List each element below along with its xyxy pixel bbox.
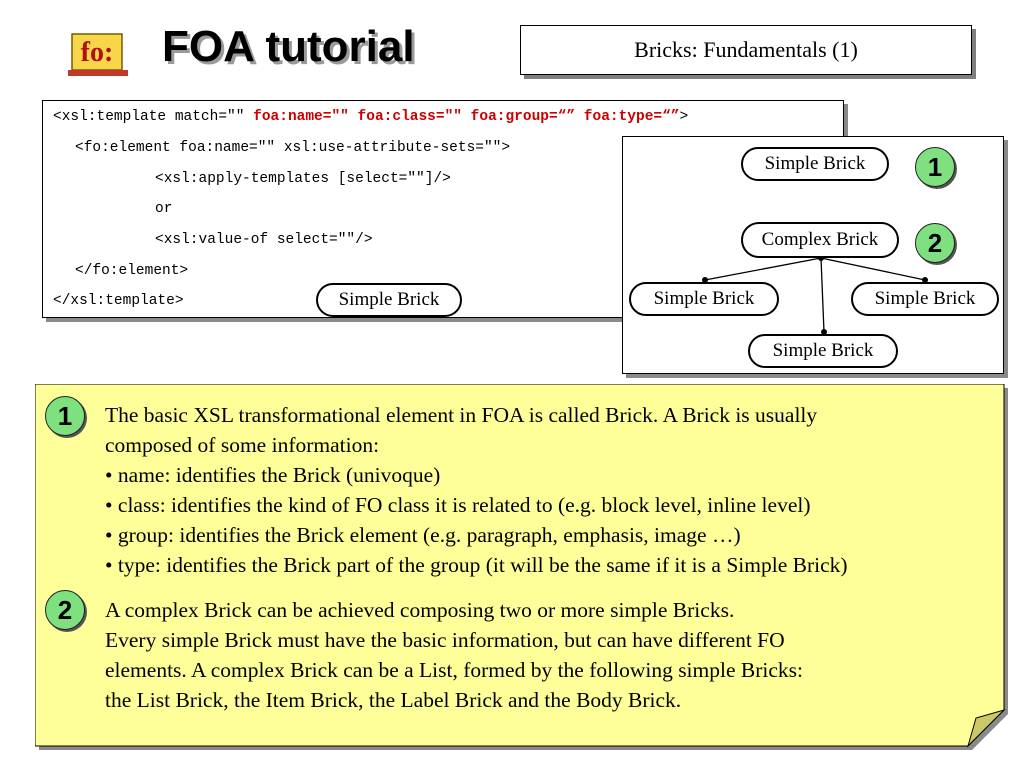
- diagram-simple-brick-bottom: Simple Brick: [748, 334, 898, 368]
- diagram-simple-brick-right: Simple Brick: [851, 282, 999, 316]
- diagram-complex-brick: Complex Brick: [741, 222, 899, 258]
- code-line-2: <fo:element foa:name="" xsl:use-attribut…: [75, 140, 511, 156]
- code-line-7: </xsl:template>: [53, 293, 184, 309]
- diagram-simple-brick-left: Simple Brick: [629, 282, 779, 316]
- note-paragraph-1: The basic XSL transformational element i…: [105, 403, 848, 577]
- slide-subtitle-box: Bricks: Fundamentals (1): [520, 25, 972, 75]
- note-badge-1-icon: 1: [45, 396, 85, 436]
- badge-2-icon: 2: [915, 223, 955, 263]
- slide-subtitle: Bricks: Fundamentals (1): [634, 37, 858, 62]
- code-line-6: </fo:element>: [75, 263, 189, 279]
- brick-diagram-box: Simple Brick 1 Complex Brick 2 Simple Br…: [622, 136, 1004, 374]
- diagram-simple-brick: Simple Brick: [741, 147, 889, 181]
- badge-1-icon: 1: [915, 147, 955, 187]
- note-paragraph-2: A complex Brick can be achieved composin…: [105, 598, 804, 712]
- code-line-4: or: [155, 201, 173, 217]
- diagram-connectors: [702, 255, 928, 335]
- logo-text: fo:: [81, 37, 114, 68]
- code-line-5: <xsl:value-of select=""/>: [155, 232, 373, 248]
- explanation-note: 1 The basic XSL transformational element…: [35, 384, 1008, 750]
- code-line-3: <xsl:apply-templates [select=""]/>: [155, 171, 451, 187]
- note-badge-2-icon: 2: [45, 590, 85, 630]
- code-line-1: <xsl:template match="" foa:name="" foa:c…: [53, 109, 689, 125]
- page-title: FOA tutorial: [162, 22, 415, 71]
- note-background: [35, 384, 1008, 750]
- foa-logo: fo:: [68, 28, 130, 78]
- code-simple-brick-pill: Simple Brick: [316, 283, 462, 317]
